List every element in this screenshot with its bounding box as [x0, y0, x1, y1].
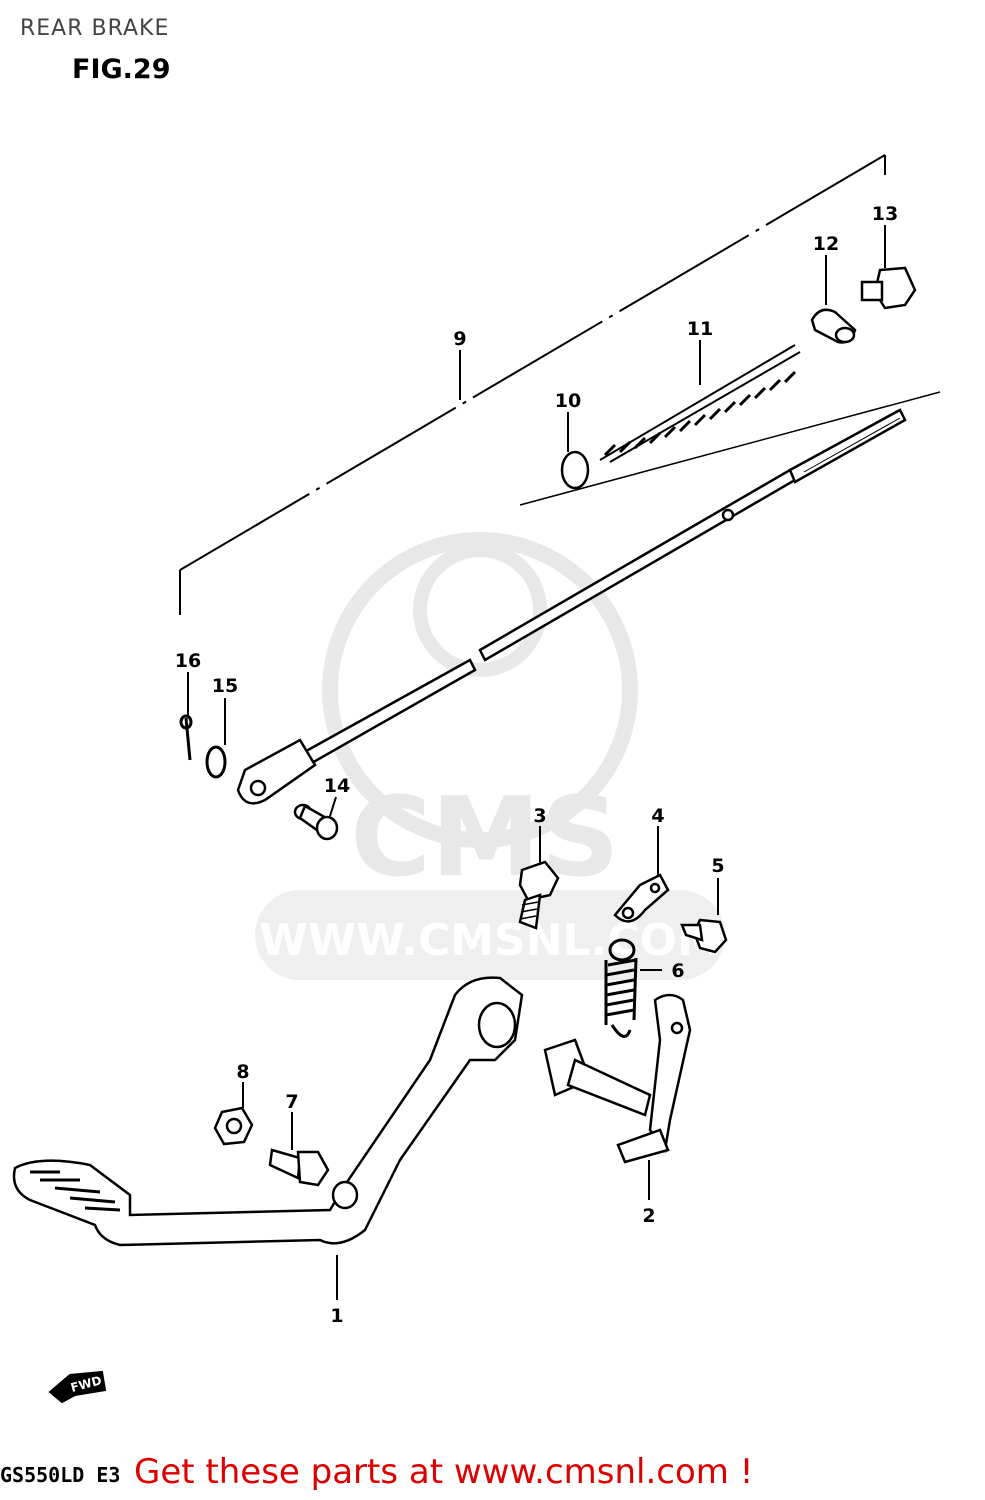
bolt-3	[518, 860, 560, 930]
callout-12: 12	[813, 233, 839, 255]
brake-pedal-1	[12, 976, 524, 1247]
callout-8: 8	[236, 1061, 249, 1083]
figure-number: FIG.29	[72, 54, 171, 85]
assembly-bracket-9	[179, 154, 886, 615]
callout-7: 7	[285, 1091, 298, 1113]
callout-leaders	[187, 225, 886, 1300]
callout-3: 3	[533, 805, 546, 827]
washer-15	[205, 745, 227, 779]
callout-4: 4	[651, 805, 664, 827]
brake-rod	[236, 408, 907, 805]
nut-8	[213, 1106, 254, 1146]
callout-2: 2	[642, 1205, 655, 1227]
rod-leader	[519, 391, 941, 506]
callout-numbers: 1 2 3 4 5 6 7 8 9 10 11 12 13 14 15 16	[175, 203, 898, 1327]
callout-6: 6	[671, 960, 684, 982]
cms-watermark: CMS WWW.CMSNL.COM	[255, 532, 725, 980]
callout-16: 16	[175, 650, 201, 672]
promo-link[interactable]: Get these parts at www.cmsnl.com !	[134, 1452, 754, 1492]
callout-10: 10	[555, 390, 581, 412]
page-title: REAR BRAKE	[20, 16, 170, 41]
trunnion-12	[810, 308, 857, 344]
spring-bracket-4	[613, 873, 670, 923]
washer-10	[560, 450, 590, 490]
fwd-arrow-icon: FWD	[48, 1370, 107, 1404]
callout-5: 5	[711, 855, 724, 877]
bolt-7	[268, 1148, 330, 1187]
callout-11: 11	[687, 318, 713, 340]
return-spring-6	[604, 938, 638, 1038]
watermark-url: WWW.CMSNL.COM	[259, 915, 721, 966]
clevis-pin-14	[293, 803, 339, 841]
watermark-brand: CMS	[350, 773, 619, 901]
callout-15: 15	[212, 675, 238, 697]
bolt-5	[680, 918, 728, 954]
callout-9: 9	[453, 328, 466, 350]
callout-1: 1	[330, 1305, 343, 1327]
spring-11	[599, 344, 801, 463]
cotter-pin-16	[179, 714, 193, 761]
model-code: GS550LD E3	[0, 1463, 121, 1487]
adjust-nut-13	[860, 266, 917, 310]
brake-arm-2	[543, 993, 692, 1164]
callout-13: 13	[872, 203, 898, 225]
callout-14: 14	[324, 775, 350, 797]
